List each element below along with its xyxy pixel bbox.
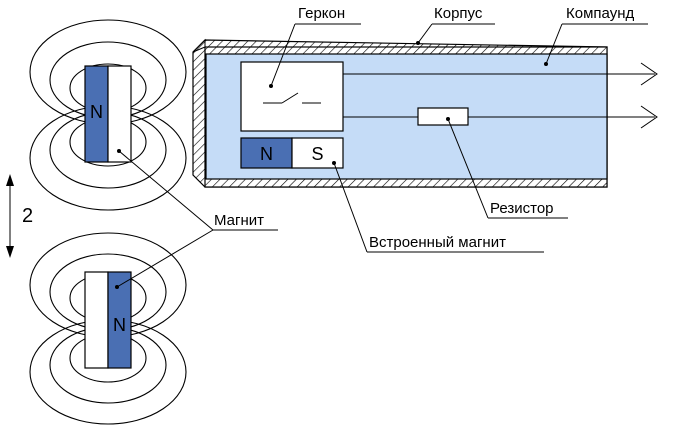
upper-magnet-pole-label: N	[90, 102, 103, 122]
leader-lines	[115, 23, 648, 289]
label-builtin-magnet: Встроенный магнит	[369, 234, 506, 251]
movement-direction-label: 2	[22, 205, 33, 227]
label-resistor: Резистор	[490, 200, 554, 217]
label-reed-switch: Геркон	[298, 5, 345, 22]
label-housing: Корпус	[434, 5, 483, 22]
lower-magnet-north-half	[107, 271, 132, 369]
builtin-magnet: N S	[240, 137, 344, 169]
output-wires	[343, 62, 658, 129]
upper-magnet: N	[84, 65, 132, 163]
label-magnet: Магнит	[214, 212, 264, 229]
label-compound: Компаунд	[566, 5, 634, 22]
lower-magnet-south-half	[84, 271, 109, 369]
resistor	[417, 107, 469, 126]
upper-magnet-south-half	[107, 65, 132, 163]
lower-magnet-pole-label: N	[113, 315, 126, 335]
movement-direction-arrow: 2	[6, 174, 33, 258]
lower-magnet: N	[84, 271, 132, 369]
builtin-magnet-south-label: S	[311, 144, 323, 164]
builtin-magnet-north-label: N	[260, 144, 273, 164]
reed-switch	[240, 61, 344, 132]
